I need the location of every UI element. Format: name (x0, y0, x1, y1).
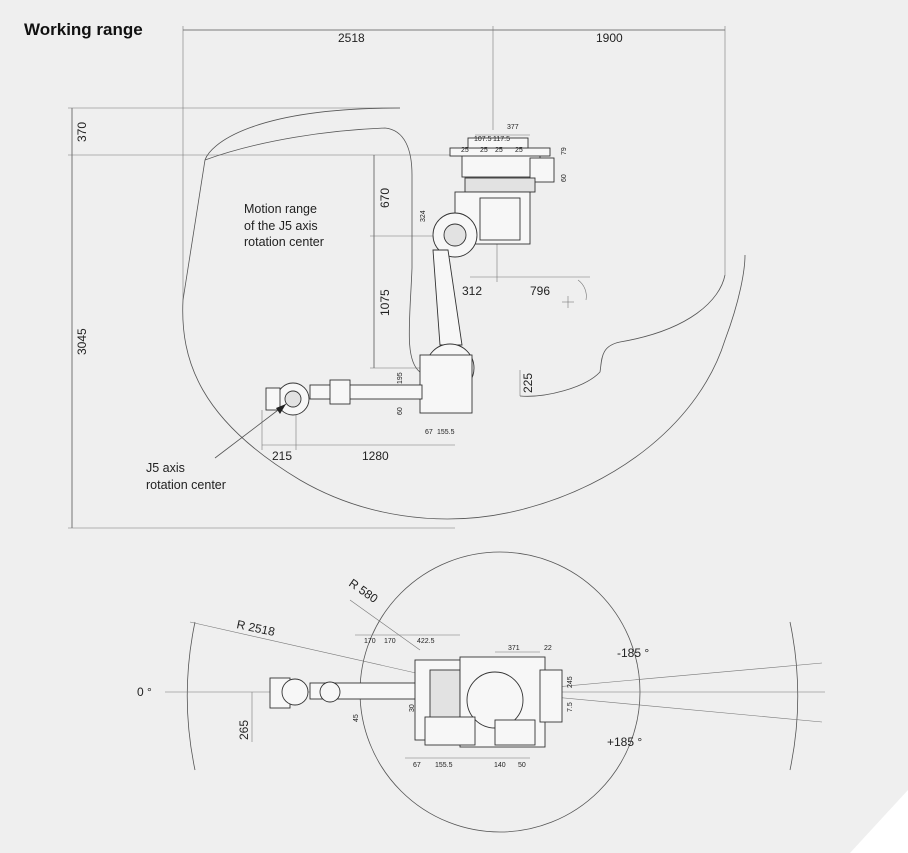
corner-decoration (850, 790, 908, 853)
dim-7-5: 7.5 (567, 702, 574, 712)
motion-range-label-line2: of the J5 axis (244, 219, 318, 233)
top-view: R 580 R 2518 0 ° -185 ° +185 ° 170 170 4… (137, 551, 825, 833)
dim-r580: R 580 (346, 576, 381, 606)
dim-2518: 2518 (338, 31, 365, 45)
dim-45: 45 (353, 714, 360, 722)
dim-170b: 170 (384, 638, 396, 645)
dim-225: 225 (521, 373, 535, 393)
dim-324: 324 (420, 210, 427, 222)
dim-r2518: R 2518 (235, 617, 276, 639)
dim-215: 215 (272, 449, 292, 463)
dim-25c: 25 (495, 147, 503, 154)
angle-zero: 0 ° (137, 685, 152, 699)
dim-25d: 25 (515, 147, 523, 154)
dim-50: 50 (518, 762, 526, 769)
dim-265: 265 (237, 720, 251, 740)
j5-arrow-icon (276, 404, 286, 414)
dim-107-5: 107.5 (474, 136, 492, 143)
dim-60b: 60 (397, 407, 404, 415)
angle-pos185: +185 ° (607, 735, 642, 749)
dim-155-5: 155.5 (437, 429, 455, 436)
j5-leader-line (214, 403, 287, 459)
dim-245: 245 (567, 676, 574, 688)
dim-370: 370 (75, 122, 89, 142)
dim-1900: 1900 (596, 31, 623, 45)
dim-1075: 1075 (378, 289, 392, 316)
dim-377: 377 (507, 124, 519, 131)
dim-top-155-5: 155.5 (435, 762, 453, 769)
dim-422-5: 422.5 (417, 638, 435, 645)
dim-796: 796 (530, 284, 550, 298)
dim-312: 312 (462, 284, 482, 298)
dim-30: 30 (409, 704, 416, 712)
j5-label-line1: J5 axis (146, 461, 185, 475)
dim-25a: 25 (461, 147, 469, 154)
dim-195: 195 (397, 372, 404, 384)
dim-top-67: 67 (413, 762, 421, 769)
dim-670: 670 (378, 188, 392, 208)
robot-top (269, 656, 563, 748)
dim-117-5: 117.5 (493, 136, 510, 143)
dim-170a: 170 (364, 638, 376, 645)
angle-neg185: -185 ° (617, 646, 649, 660)
dim-140: 140 (494, 762, 506, 769)
dim-67: 67 (425, 429, 433, 436)
motion-range-label-line3: rotation center (244, 235, 324, 249)
dim-1280: 1280 (362, 449, 389, 463)
side-view: 2518 1900 370 3045 670 1075 312 796 225 (68, 26, 746, 529)
dim-371: 371 (508, 645, 520, 652)
motion-range-label-line1: Motion range (244, 202, 317, 216)
dim-3045: 3045 (75, 328, 89, 355)
dim-60: 60 (561, 174, 568, 182)
robot-side (265, 137, 555, 416)
dim-79: 79 (561, 147, 568, 155)
dim-25b: 25 (480, 147, 488, 154)
dim-22: 22 (544, 645, 552, 652)
j5-label-line2: rotation center (146, 478, 226, 492)
page-title: Working range (24, 20, 143, 39)
